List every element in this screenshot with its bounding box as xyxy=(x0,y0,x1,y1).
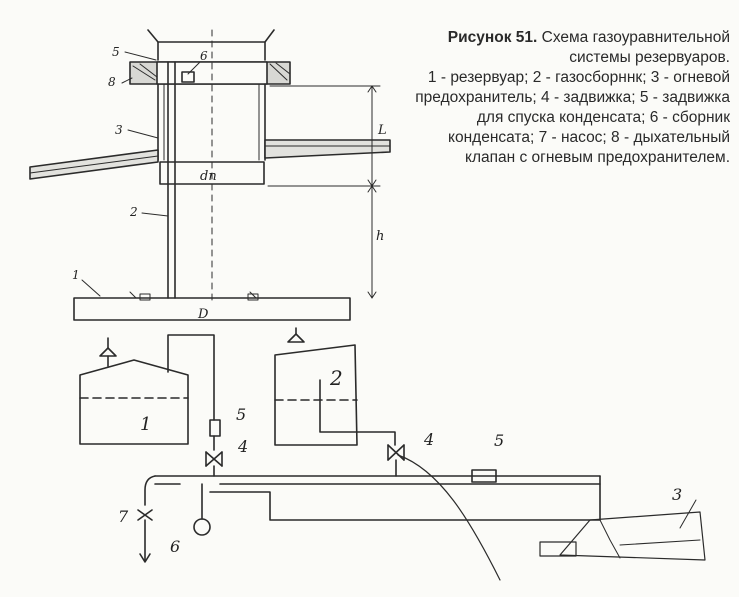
figure-caption: Рисунок 51. Схема газоуравнительной сист… xyxy=(400,28,730,168)
gasholder-label: 3 xyxy=(672,485,682,504)
callout-8: 8 xyxy=(108,75,116,89)
callout-5: 5 xyxy=(112,45,120,59)
drain-right-label: 5 xyxy=(494,431,504,450)
tank2-label: 2 xyxy=(329,366,343,390)
dim-L-label: L xyxy=(377,123,387,138)
drain-left-label: 5 xyxy=(236,405,246,424)
valve-left-label: 4 xyxy=(237,437,248,456)
valve-right-label: 4 xyxy=(423,430,434,449)
dim-h-label: h xyxy=(376,229,384,244)
tank-scheme-drawing xyxy=(79,327,706,581)
callout-1: 1 xyxy=(72,268,80,282)
dim-dn-label: dп xyxy=(200,169,217,184)
dim-D-label: D xyxy=(197,307,209,322)
callout-3: 3 xyxy=(115,123,123,137)
pump-label: 7 xyxy=(118,507,129,526)
caption-title: Схема газоуравнительной системы резервуа… xyxy=(541,29,730,66)
tank1-label: 1 xyxy=(140,414,151,435)
caption-title-bold: Рисунок 51. xyxy=(447,29,538,46)
collector-label: 6 xyxy=(170,537,180,556)
callout-6: 6 xyxy=(200,49,208,63)
callout-2: 2 xyxy=(129,205,138,219)
fire-arrester-drawing xyxy=(29,29,391,321)
caption-legend: 1 - резервуар; 2 - газосборннк; 3 - огне… xyxy=(415,69,730,166)
